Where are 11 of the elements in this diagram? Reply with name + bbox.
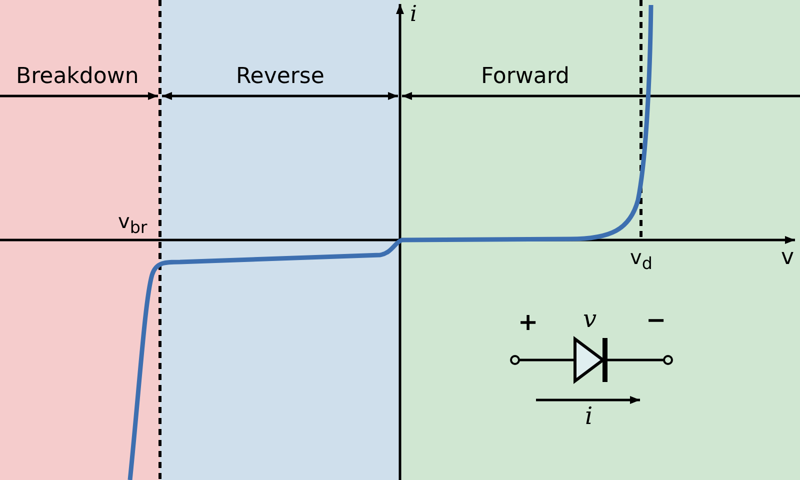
voltage-label: v$_{br}$ — [118, 211, 148, 237]
region-label: Forward — [481, 66, 570, 88]
region-label: Breakdown — [16, 66, 139, 88]
voltage-label: v — [583, 307, 597, 331]
axis-label: i — [410, 4, 418, 26]
polarity-sign: + — [518, 310, 538, 334]
current-label: i — [585, 404, 593, 428]
axis-label: v — [781, 247, 794, 269]
voltage-label: v$_{d}$ — [630, 247, 652, 273]
polarity-sign: − — [646, 308, 666, 332]
region-label: Reverse — [236, 66, 324, 88]
